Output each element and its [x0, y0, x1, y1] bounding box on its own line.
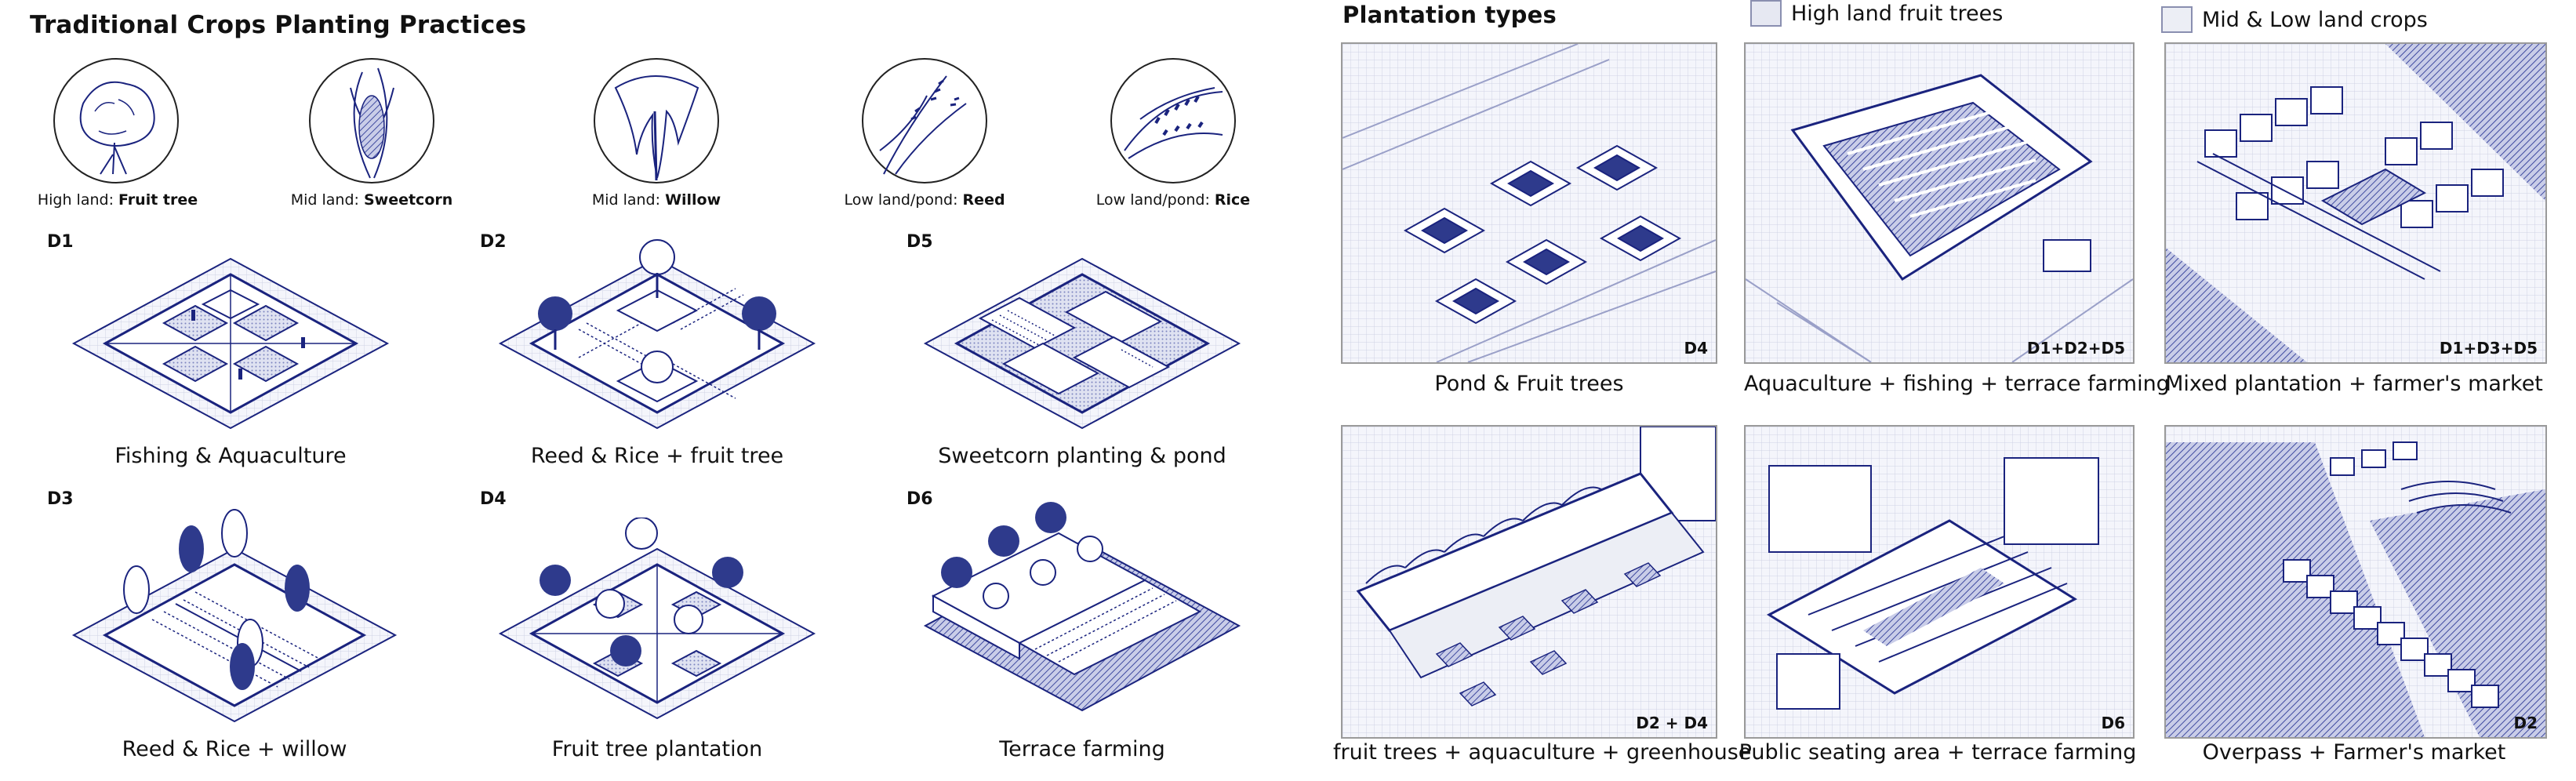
panel-public-seating: D6 [1744, 425, 2135, 739]
diagram-d5-sweetcorn-pond [917, 251, 1247, 442]
diagram-d3-reed-rice-willow [66, 502, 403, 740]
panel-caption-4: fruit trees + aquaculture + greenhouse [1333, 740, 1752, 765]
diagram-caption-d3: Reed & Rice + willow [122, 737, 347, 761]
panel-tag-4: D2 + D4 [1636, 714, 1708, 732]
crop-caption-rice: Low land/pond: Rice [1095, 191, 1251, 209]
panel-tag-5: D6 [2101, 714, 2125, 732]
diagram-caption-d5: Sweetcorn planting & pond [938, 444, 1226, 468]
diagram-code-d3: D3 [47, 489, 74, 509]
legend-label-high: High land fruit trees [1791, 1, 2004, 26]
diagram-caption-d1: Fishing & Aquaculture [114, 444, 347, 468]
left-section-title: Traditional Crops Planting Practices [30, 11, 527, 39]
crop-caption-reed: Low land/pond: Reed [844, 191, 1005, 209]
sweetcorn-icon [307, 56, 436, 188]
diagram-d6-terrace [917, 494, 1247, 732]
legend-high-land: High land fruit trees [1750, 0, 2003, 27]
panel-mixed-plantation: D1+D3+D5 [2164, 42, 2547, 364]
diagram-code-d2: D2 [480, 232, 507, 252]
legend-mid-low: Mid & Low land crops [2161, 6, 2428, 33]
legend-swatch-high [1750, 0, 1782, 27]
diagram-caption-d6: Terrace farming [999, 737, 1165, 761]
panel-tag-3: D1+D3+D5 [2439, 339, 2538, 358]
panel-aquaculture: D1+D2+D5 [1744, 42, 2135, 364]
panel-caption-2: Aquaculture + fishing + terrace farming [1744, 372, 2170, 396]
crop-caption-fruit-tree: High land: Fruit tree [37, 191, 198, 209]
willow-icon [592, 56, 721, 188]
panel-greenhouse: D2 + D4 [1341, 425, 1717, 739]
diagram-d4-fruit-trees [492, 517, 822, 732]
legend-label-mid: Mid & Low land crops [2202, 7, 2428, 32]
diagram-caption-d2: Reed & Rice + fruit tree [530, 444, 784, 468]
panel-tag-1: D4 [1684, 339, 1708, 358]
panel-caption-6: Overpass + Farmer's market [2202, 740, 2506, 765]
reed-icon [860, 56, 989, 188]
legend-swatch-mid [2161, 6, 2193, 33]
panel-tag-2: D1+D2+D5 [2026, 339, 2125, 358]
rice-icon [1109, 56, 1237, 188]
panel-caption-1: Pond & Fruit trees [1434, 372, 1624, 396]
diagram-code-d6: D6 [907, 489, 933, 509]
diagram-code-d4: D4 [480, 489, 507, 509]
diagram-d2-reed-rice-fruit [492, 235, 822, 442]
diagram-caption-d4: Fruit tree plantation [551, 737, 763, 761]
right-section-title: Plantation types [1342, 2, 1557, 28]
fruit-tree-icon [52, 56, 180, 188]
panel-caption-3: Mixed plantation + farmer's market [2165, 372, 2543, 396]
diagram-code-d1: D1 [47, 232, 74, 252]
diagram-code-d5: D5 [907, 232, 933, 252]
panel-tag-6: D2 [2513, 714, 2538, 732]
panel-overpass: D2 [2164, 425, 2547, 739]
crop-caption-sweetcorn: Mid land: Sweetcorn [290, 191, 453, 209]
crop-caption-willow: Mid land: Willow [591, 191, 721, 209]
panel-pond-fruit-trees: D4 [1341, 42, 1717, 364]
diagram-d1-fishing [66, 251, 395, 442]
panel-caption-5: Public seating area + terrace farming [1739, 740, 2137, 765]
